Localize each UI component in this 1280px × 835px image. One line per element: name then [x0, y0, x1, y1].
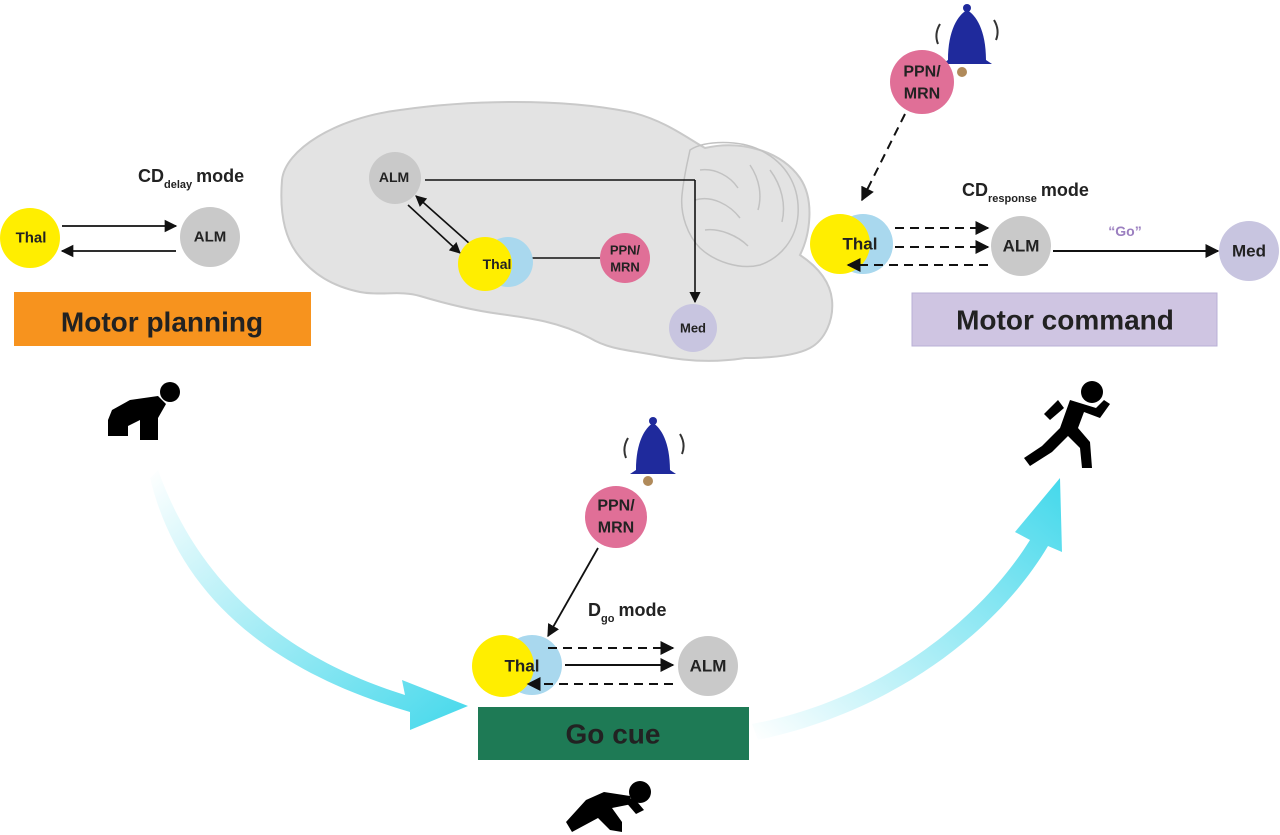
go-cue-box: [478, 707, 749, 760]
brain-med-label: Med: [680, 321, 706, 336]
gocue-ppn-node: [585, 486, 647, 548]
command-alm-label: ALM: [1003, 237, 1040, 256]
brain-thal-to-alm: [415, 195, 471, 245]
brain-connections: [407, 179, 701, 304]
brain-alm-to-thal: [407, 204, 461, 254]
command-thal-label: Thal: [843, 235, 878, 254]
brain-alm-node: [369, 152, 421, 204]
brain-schematic: [280, 101, 834, 362]
gocue-ppn-to-thal-arrow: [547, 547, 599, 638]
motor-planning-box: [14, 292, 311, 346]
brain-outline: [280, 101, 834, 362]
brain-med-node: [669, 304, 717, 352]
command-ppn-node: [890, 50, 954, 114]
motor-command-box: [911, 292, 1218, 347]
command-ppn-to-thal-arrow: [861, 113, 906, 202]
crouching-person-icon: [566, 781, 651, 832]
brain-alm-label: ALM: [379, 169, 409, 185]
command-med-node: [1219, 221, 1279, 281]
command-ppn-label-1: PPN/: [903, 64, 941, 81]
cerebellum-folds: [680, 141, 799, 268]
gocue-thal-yellow-node: [472, 635, 534, 697]
gocue-ppn-label-2: MRN: [598, 520, 634, 537]
planning-to-gocue-arrow: [150, 470, 468, 730]
command-alm-node: [991, 216, 1051, 276]
brain-thal-yellow-node: [458, 237, 512, 291]
motor-command-label: Motor command: [956, 305, 1174, 336]
brain-ppn-node: [600, 233, 650, 283]
gocue-ppn-label-1: PPN/: [597, 498, 635, 515]
brain-thal-label: Thal: [483, 256, 512, 272]
command-med-label: Med: [1232, 242, 1266, 261]
running-person-icon: [1024, 381, 1110, 468]
brain-ppn-label-2: MRN: [610, 260, 640, 275]
go-quote-label: “Go”: [1108, 223, 1141, 239]
gocue-alm-node: [678, 636, 738, 696]
brain-ppn-label-1: PPN/: [610, 243, 641, 258]
gocue-to-command-arrow: [752, 478, 1062, 740]
planning-alm-label: ALM: [194, 229, 227, 246]
gocue-alm-label: ALM: [690, 657, 727, 676]
bell-icon-go: [623, 417, 685, 486]
gocue-thal-label: Thal: [505, 657, 540, 676]
bell-icon: [935, 4, 999, 77]
transition-arrows: [150, 470, 1062, 740]
planning-thal-node: [0, 208, 60, 268]
command-ppn-label-2: MRN: [904, 86, 940, 103]
planning-alm-node: [180, 207, 240, 267]
planning-thal-label: Thal: [16, 230, 47, 247]
go-cue-label: Go cue: [566, 719, 661, 750]
crawling-person-icon: [108, 382, 180, 440]
motor-planning-label: Motor planning: [61, 307, 263, 338]
